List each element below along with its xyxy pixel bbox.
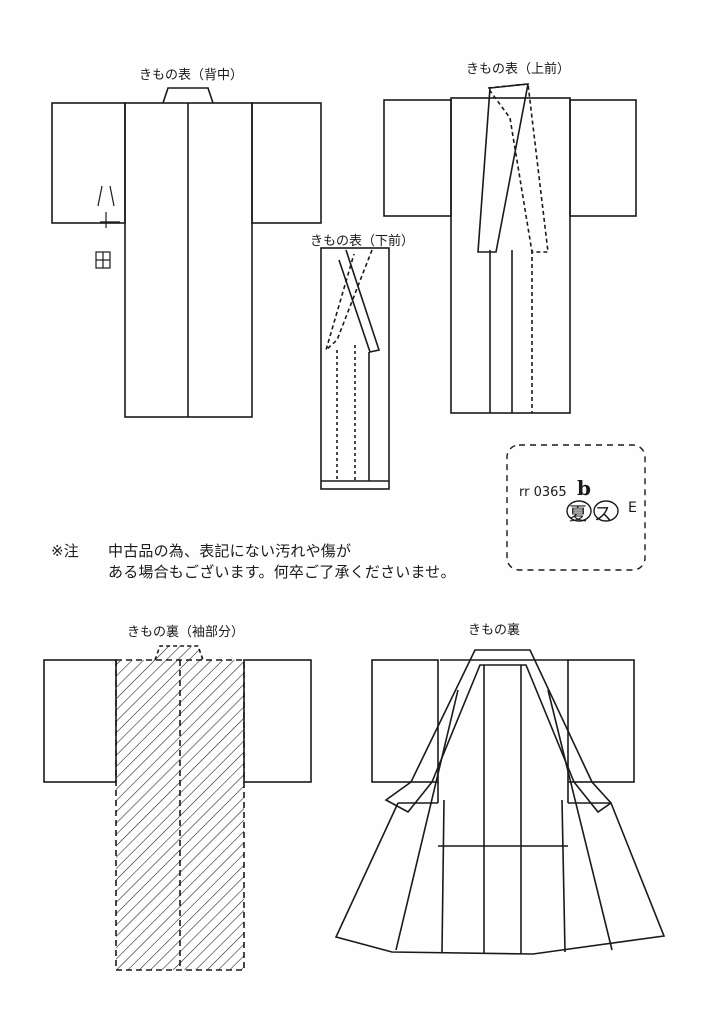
stamp-grade: E: [628, 500, 637, 516]
stamp-code-suffix: b: [577, 476, 591, 500]
upper-front-right-sleeve: [569, 99, 637, 217]
lining-inner-panels: [441, 799, 566, 953]
hand-circle-2: [593, 500, 619, 522]
upper-front-left-sleeve: [383, 99, 452, 217]
lining-outer-outline: [334, 802, 666, 955]
upper-front-body: [450, 97, 571, 414]
lining-right-sleeve: [567, 659, 635, 783]
lower-front-hidden-collar: [324, 249, 373, 353]
sleeve-lining-right-sleeve: [243, 659, 312, 783]
lower-front-view-diagram: [320, 247, 390, 490]
back-hand-marks: [95, 185, 120, 269]
label-lining: きもの裏: [468, 623, 521, 638]
label-upper-front: きもの表（上前）: [466, 62, 571, 77]
lower-front-collar: [338, 249, 381, 353]
label-back: きもの表（背中）: [139, 68, 244, 83]
label-sleeve-lining: きもの裏（袖部分）: [127, 625, 245, 640]
upper-front-view-diagram: [383, 83, 637, 414]
back-collar: [162, 87, 214, 104]
label-lower-front: きもの表（下前）: [310, 234, 415, 249]
sleeve-lining-view-diagram: [43, 645, 312, 971]
lining-left-gusset: [395, 689, 459, 951]
lower-front-body: [320, 247, 390, 490]
back-right-sleeve: [251, 102, 322, 224]
upper-front-collar: [477, 83, 529, 253]
upper-front-hidden-collar: [486, 83, 549, 253]
note-mark: ※注: [51, 542, 79, 560]
sleeve-lining-left-sleeve: [43, 659, 117, 783]
lining-collar-band: [384, 649, 613, 814]
lining-left-sleeve: [371, 659, 439, 783]
lining-view-diagram: [334, 649, 666, 955]
hand-circle-1: [566, 500, 592, 522]
stamp-box: [506, 444, 646, 571]
sleeve-lining-collar: [154, 645, 204, 661]
stamp-code: rr 0365: [519, 485, 567, 500]
lining-right-gusset: [547, 689, 613, 951]
note-line-2: ある場合もございます。何卒ご了承くださいませ。: [108, 563, 456, 581]
stamp-hand-marks: 夏ス: [569, 504, 619, 525]
back-view-diagram: [51, 87, 322, 418]
lining-sleeve-joins: [437, 782, 569, 803]
note-line-1: 中古品の為、表記にない汚れや傷が: [108, 542, 352, 560]
